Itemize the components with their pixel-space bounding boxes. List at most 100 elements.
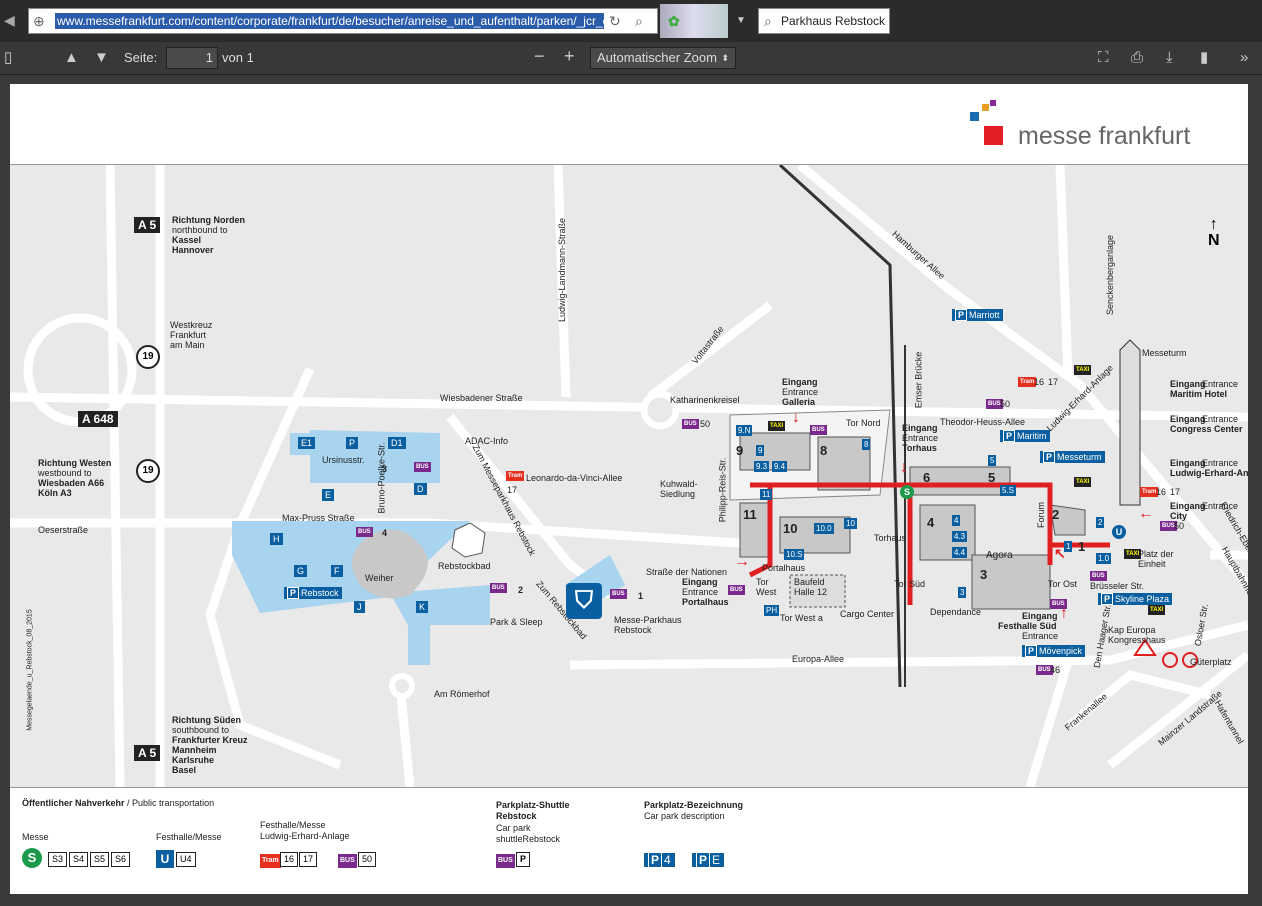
lot-d1[interactable]: D1	[388, 437, 406, 449]
lot-j[interactable]: J	[354, 601, 365, 613]
lot-d[interactable]: D	[414, 483, 427, 495]
label-forum: Forum	[1036, 501, 1047, 529]
tram-line-16b: 16	[1156, 487, 1167, 497]
hall-2[interactable]: 2	[1052, 507, 1060, 522]
label-kap2: Kongresshaus	[1108, 635, 1166, 645]
reload-icon[interactable]: ↻	[609, 13, 621, 29]
legend-bus-50: 50	[358, 852, 377, 867]
legend-messe: Messe	[22, 832, 49, 842]
entrance-torhaus-de: Eingang	[902, 423, 938, 433]
map-file-note: Messegelaende_u_Rebstock_08_2015	[26, 609, 34, 731]
bus-line-50b: 50	[1000, 399, 1011, 409]
download-icon[interactable]: ⤓	[1166, 49, 1173, 66]
street-adac: ADAC-Info	[465, 436, 509, 446]
ubahn-station-icon: U	[1112, 525, 1126, 539]
road-roemerhof	[395, 684, 415, 787]
hall-8[interactable]: 8	[820, 443, 828, 458]
lot-f[interactable]: F	[331, 565, 343, 577]
bookmark-icon[interactable]: ▮	[1200, 49, 1209, 66]
entrance-festhalle-de: Eingang	[1022, 611, 1058, 621]
hall-4[interactable]: 4	[927, 515, 935, 530]
bus-badge-8: BUS	[490, 583, 507, 593]
magnifier-icon: ⌕	[764, 13, 772, 29]
taxi-badge-1: TAXI	[768, 421, 786, 431]
label-torwest1: Tor	[756, 577, 769, 587]
street-nationen: Straße der Nationen	[646, 567, 728, 577]
url-text[interactable]: www.messefrankfurt.com/content/corporate…	[55, 13, 604, 29]
hall-6[interactable]: 6	[923, 470, 931, 485]
tools-icon[interactable]: »	[1240, 49, 1249, 66]
parkhaus-icon[interactable]: ⛉	[566, 583, 602, 619]
hall-badge-100: 10.0	[814, 523, 834, 534]
arrow-city-icon: ←	[1138, 505, 1154, 522]
lot-g[interactable]: G	[294, 565, 308, 577]
bus-badge-10: BUS	[728, 585, 745, 595]
address-bar[interactable]: ⊕ www.messefrankfurt.com/content/corpora…	[28, 8, 658, 34]
fullscreen-icon[interactable]: ⛶	[1098, 49, 1109, 66]
legend-tram-17: 17	[299, 852, 318, 867]
page-number-input[interactable]: 1	[166, 47, 218, 69]
legend-festhalle: Festhalle/Messe	[156, 832, 222, 842]
hall-3[interactable]: 3	[980, 567, 988, 582]
addon-icon[interactable]: ✿	[668, 13, 680, 29]
hall-5[interactable]: 5	[988, 470, 996, 485]
hall-10[interactable]: 10	[783, 521, 798, 536]
page-total: von 1	[222, 50, 254, 65]
bus-line-46: 46	[1050, 665, 1061, 675]
legend-title: Öffentlicher Nahverkehr / Public transpo…	[22, 798, 215, 808]
street-amroemerhof: Am Römerhof	[434, 689, 490, 699]
hall-9[interactable]: 9	[736, 443, 744, 458]
bus-badge-7: BUS	[356, 527, 373, 537]
print-icon[interactable]: ⎙	[1131, 49, 1144, 66]
legend-desc-title: Parkplatz-Bezeichnung	[644, 800, 744, 810]
zoom-in-button[interactable]: +	[564, 46, 575, 66]
warning-triangles	[1133, 638, 1198, 668]
katharinenkreisel-roundabout	[640, 390, 680, 430]
street-europa: Europa-Allee	[792, 654, 845, 664]
search-box[interactable]: ⌕ Parkhaus Rebstock	[758, 8, 890, 34]
lot-e1[interactable]: E1	[298, 437, 316, 449]
entrance-maritim-de: Eingang	[1170, 379, 1206, 389]
lot-p3-label: 3	[382, 464, 388, 474]
street-senckenberg: Senckenberganlage	[1105, 234, 1116, 316]
label-parksleep: Park & Sleep	[490, 617, 543, 627]
tram-line-17b: 17	[1048, 377, 1059, 387]
hall-11[interactable]: 11	[743, 507, 757, 522]
westkreuz-3: am Main	[170, 340, 205, 350]
hall-badge-10s: 10.S	[784, 549, 805, 560]
lot-k[interactable]: K	[416, 601, 429, 613]
hall-1[interactable]: 1	[1078, 539, 1086, 554]
lot-h[interactable]: H	[270, 533, 283, 545]
sidebar-toggle-icon[interactable]: ▯	[4, 49, 13, 66]
search-icon[interactable]: ⌕	[635, 13, 643, 29]
logo-square-purple	[990, 100, 996, 106]
lot-e[interactable]: E	[322, 489, 335, 501]
label-weiher: Weiher	[365, 573, 394, 583]
lot-p4-label: 4	[382, 528, 388, 538]
road-volta	[647, 301, 773, 401]
westkreuz-1: Westkreuz	[170, 320, 213, 330]
bus-line-50a: 50	[700, 419, 711, 429]
search-text[interactable]: Parkhaus Rebstock	[781, 14, 886, 28]
legend: Öffentlicher Nahverkehr / Public transpo…	[10, 786, 1248, 894]
zoom-out-button[interactable]: −	[534, 46, 545, 66]
zoom-select[interactable]: Automatischer Zoom ⬍	[590, 47, 736, 69]
entrance-festhalle-en: Entrance	[1022, 631, 1059, 641]
bus-badge-1: BUS	[682, 419, 699, 429]
back-icon[interactable]: ◀	[4, 12, 15, 28]
entrance-maritim-name: Maritim Hotel	[1170, 389, 1228, 399]
street-emser: Emser Brücke	[913, 351, 924, 409]
arrow-portalhaus-icon: →	[734, 553, 750, 570]
dropdown-arrow-icon[interactable]: ▼	[736, 15, 746, 26]
legend-s3: S3	[48, 852, 68, 867]
gate-torost: Tor Ost	[1048, 579, 1078, 589]
previous-page-icon[interactable]: ▲	[64, 49, 79, 66]
next-page-icon[interactable]: ▼	[94, 49, 109, 66]
